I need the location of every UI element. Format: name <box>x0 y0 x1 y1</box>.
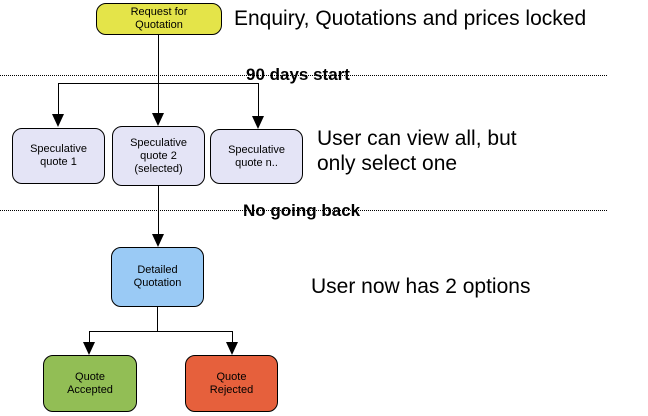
node-rejected-label: Quote Rejected <box>209 370 254 396</box>
arrowhead-to-detailed <box>152 234 164 247</box>
node-speculative-quote-n: Speculative quote n.. <box>210 129 303 184</box>
note-enquiry-prices-locked: Enquiry, Quotations and prices locked <box>234 7 587 30</box>
note-user-two-options: User now has 2 options <box>311 275 531 298</box>
node-detailed-quotation: Detailed Quotation <box>111 247 204 307</box>
arrowhead-to-spec2 <box>152 113 164 126</box>
connector-branch-bottom <box>89 331 233 332</box>
connector-request-stem <box>158 35 159 83</box>
label-no-going-back: No going back <box>243 201 361 220</box>
connector-spec2-to-detailed <box>158 186 159 234</box>
arrowhead-to-spec1 <box>52 114 64 127</box>
node-request-for-quotation: Request for Quotation <box>96 3 222 35</box>
node-spec3-label: Speculative quote n.. <box>228 143 285 169</box>
node-speculative-quote-2-selected: Speculative quote 2 (selected) <box>112 126 205 186</box>
node-accepted-label: Quote Accepted <box>67 370 113 396</box>
connector-drop-rejected <box>232 331 233 342</box>
divider-line-90-days-start <box>0 75 607 76</box>
connector-drop-spec1 <box>58 83 59 115</box>
node-quote-rejected: Quote Rejected <box>185 355 278 412</box>
node-request-label: Request for Quotation <box>130 6 188 31</box>
arrowhead-to-rejected <box>226 342 238 355</box>
node-spec2-label: Speculative quote 2 (selected) <box>130 136 187 175</box>
arrowhead-to-accepted <box>83 342 95 355</box>
node-spec1-label: Speculative quote 1 <box>30 143 87 168</box>
node-quote-accepted: Quote Accepted <box>43 355 137 412</box>
arrowhead-to-spec3 <box>252 116 264 129</box>
note-user-can-view-all: User can view all, but only select one <box>317 127 517 175</box>
connector-drop-spec3 <box>258 83 259 117</box>
node-speculative-quote-1: Speculative quote 1 <box>12 128 105 184</box>
connector-drop-accepted <box>89 331 90 342</box>
divider-line-no-going-back <box>0 210 607 211</box>
label-90-days-start: 90 days start <box>246 65 350 84</box>
connector-drop-spec2 <box>158 83 159 114</box>
node-detailed-label: Detailed Quotation <box>133 264 182 289</box>
connector-detailed-stem <box>157 307 158 331</box>
